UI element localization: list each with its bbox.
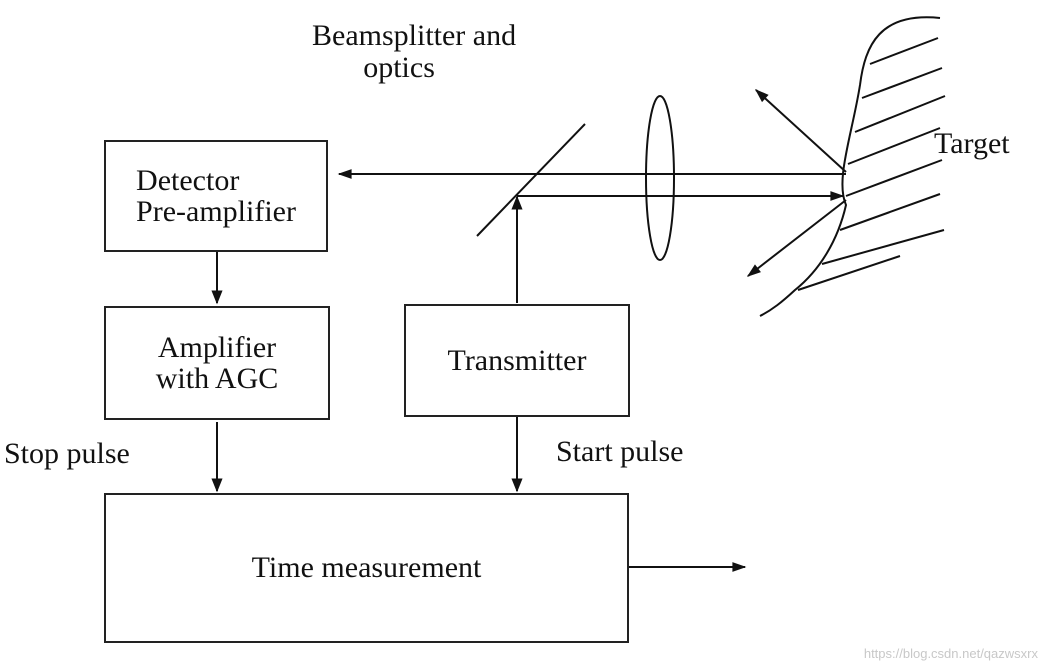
amplifier-agc-block: Amplifier with AGC bbox=[104, 306, 330, 420]
time-measurement-label: Time measurement bbox=[251, 551, 482, 585]
scatter-ray-up bbox=[754, 89, 847, 173]
scatter-ray-down bbox=[746, 199, 847, 277]
time-measurement-block: Time measurement bbox=[104, 493, 629, 643]
beamsplitter-mirror bbox=[476, 123, 586, 237]
transmitter-label: Transmitter bbox=[447, 343, 587, 377]
stop-pulse-label: Stop pulse bbox=[4, 437, 130, 470]
amplifier-line1: Amplifier bbox=[157, 330, 277, 364]
beamsplitter-label-line2: optics bbox=[363, 50, 435, 84]
target-hatching bbox=[797, 37, 946, 291]
detector-line2: Pre-amplifier bbox=[136, 195, 296, 228]
target-surface bbox=[759, 16, 941, 317]
amplifier-line2: with AGC bbox=[155, 362, 279, 395]
watermark: https://blog.csdn.net/qazwsxrx bbox=[863, 646, 1038, 661]
detector-preamplifier-block: Detector Pre-amplifier bbox=[104, 140, 328, 252]
start-pulse-label: Start pulse bbox=[556, 435, 684, 468]
target-label: Target bbox=[934, 127, 1010, 160]
lens bbox=[645, 95, 675, 261]
transmitter-block: Transmitter bbox=[404, 304, 630, 417]
beamsplitter-label: Beamsplitter and optics bbox=[312, 20, 516, 83]
detector-line1: Detector bbox=[136, 163, 240, 197]
beamsplitter-label-line1: Beamsplitter and bbox=[312, 19, 517, 52]
